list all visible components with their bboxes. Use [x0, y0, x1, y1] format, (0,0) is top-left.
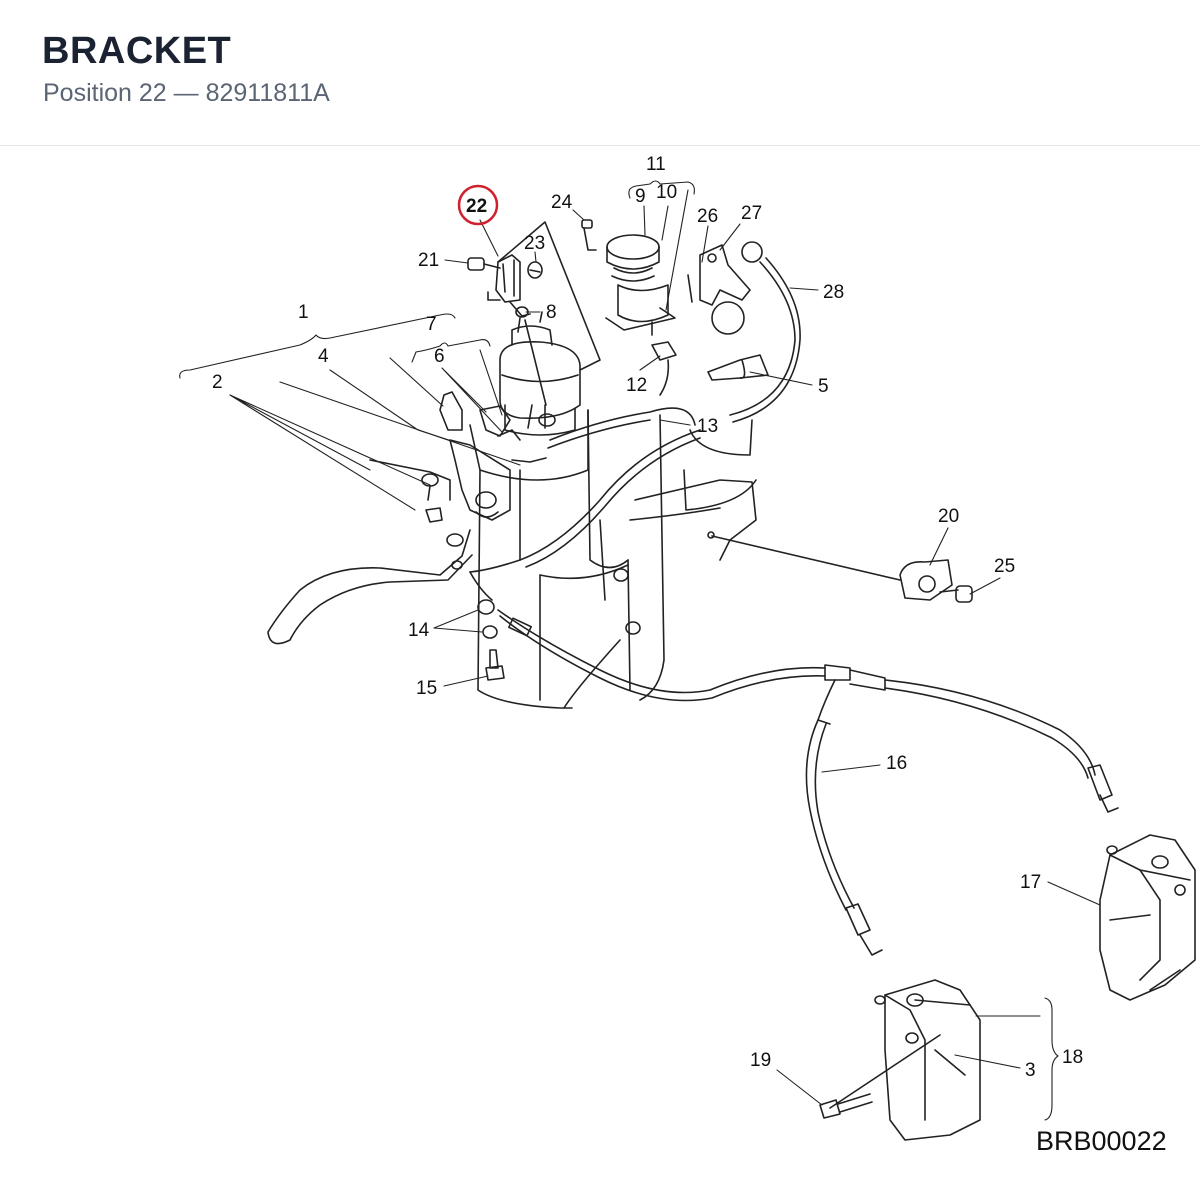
callout-3: 3 — [1025, 1060, 1036, 1081]
leader-lines — [179, 180, 1101, 1121]
clip-12 — [651, 341, 677, 396]
page-subtitle: Position 22 — 82911811A — [43, 79, 330, 107]
clamp-5 — [707, 354, 769, 381]
callout-27: 27 — [741, 203, 762, 224]
callout-12: 12 — [626, 375, 647, 396]
exploded-parts-diagram: 1 2 3 4 5 6 7 8 9 10 11 12 13 14 15 16 1… — [179, 154, 1196, 1141]
callout-16: 16 — [886, 753, 907, 774]
lever-housing — [369, 391, 547, 521]
caliper-18 — [829, 979, 981, 1141]
callout-17: 17 — [1020, 872, 1041, 893]
bolt-25 — [939, 585, 973, 603]
clamp-26-27 — [687, 244, 751, 335]
callout-22: 22 — [466, 196, 487, 217]
bolt-19 — [819, 1093, 873, 1119]
callout-19: 19 — [750, 1050, 771, 1071]
callout-11: 11 — [646, 154, 666, 175]
highlight-ring-22 — [457, 184, 499, 226]
callout-10: 10 — [656, 182, 677, 203]
callout-7: 7 — [426, 314, 437, 335]
nut-23 — [527, 261, 543, 279]
reservoir — [605, 234, 676, 336]
bolt-2 — [421, 473, 443, 523]
callout-4: 4 — [318, 346, 329, 367]
callout-21: 21 — [418, 250, 439, 271]
callout-15: 15 — [416, 678, 437, 699]
screw-21 — [467, 257, 501, 271]
washers-14 — [477, 599, 498, 639]
callout-23: 23 — [524, 233, 545, 254]
callout-8: 8 — [546, 302, 557, 323]
callout-13: 13 — [697, 416, 718, 437]
callout-14: 14 — [408, 620, 430, 641]
callout-6: 6 — [434, 346, 445, 367]
callout-26: 26 — [697, 206, 718, 227]
hose-28 — [729, 241, 801, 423]
callout-1: 1 — [298, 302, 309, 323]
fork-assembly — [469, 409, 757, 709]
callout-24: 24 — [551, 192, 573, 213]
washer-8 — [515, 306, 547, 406]
callout-28: 28 — [823, 282, 844, 303]
callout-labels: 1 2 3 4 5 6 7 8 9 10 11 12 13 14 15 16 1… — [212, 154, 1083, 1081]
master-cylinder — [499, 311, 581, 436]
brake-lever — [267, 529, 473, 645]
brake-hose-16 — [497, 609, 1119, 956]
callout-9: 9 — [635, 186, 646, 207]
callout-18: 18 — [1062, 1047, 1083, 1068]
header: BRACKET Position 22 — 82911811A — [0, 0, 1200, 146]
diagram-code: BRB00022 — [1036, 1126, 1167, 1156]
bracket-part-22 — [487, 221, 601, 371]
screw-24 — [581, 219, 597, 251]
caliper-17 — [1099, 834, 1196, 1001]
callout-20: 20 — [938, 506, 959, 527]
page-title: BRACKET — [42, 30, 232, 72]
callout-25: 25 — [994, 556, 1015, 577]
brake-hose-13 — [469, 407, 701, 601]
callout-2: 2 — [212, 372, 223, 393]
bolt-15 — [485, 649, 505, 681]
callout-5: 5 — [818, 376, 829, 397]
clamp-20 — [707, 531, 953, 601]
